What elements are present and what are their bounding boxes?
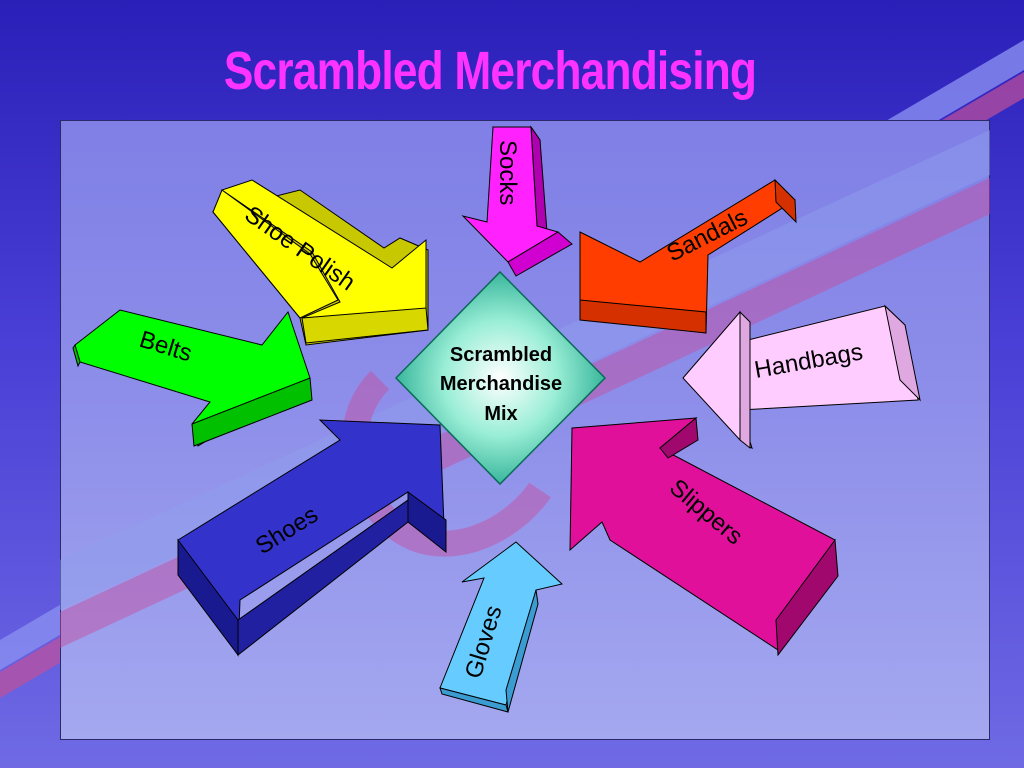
arrow-shoe-polish [212, 179, 429, 346]
arrow-shoes [177, 419, 447, 657]
page-title: Scrambled Merchandising [223, 41, 757, 101]
arrow-handbags [682, 304, 921, 450]
arrow-belts [72, 309, 313, 447]
arrow-label-socks: Socks [494, 140, 521, 205]
hub-line-1: Scrambled [450, 344, 552, 366]
hub-diamond [394, 270, 607, 486]
arrow-socks [461, 125, 573, 277]
arrow-sandals [579, 178, 797, 334]
arrow-gloves [439, 541, 564, 713]
arrow-slippers [569, 417, 839, 657]
hub-line-2: Merchandise [440, 373, 562, 395]
hub-line-3: Mix [484, 403, 517, 425]
